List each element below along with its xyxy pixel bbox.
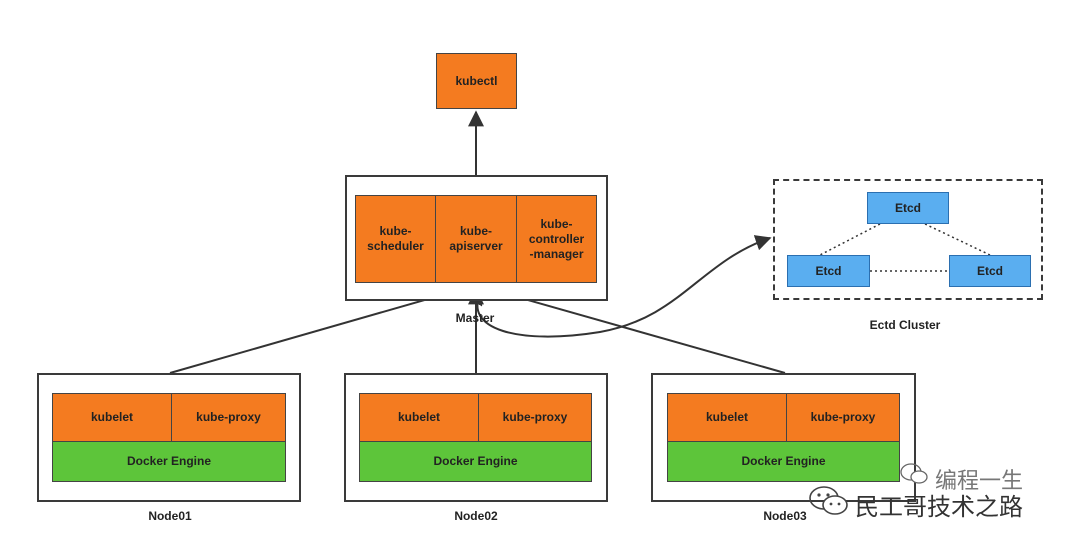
watermark-line1: 编程一生 xyxy=(935,469,1024,494)
node02-kube-proxy-box: kube-proxy xyxy=(478,393,592,442)
node03-docker-engine-box: Docker Engine xyxy=(667,441,900,482)
node02-kubelet-box: kubelet xyxy=(359,393,479,442)
node01-label: Node01 xyxy=(148,509,192,523)
kube-apiserver-box: kube- apiserver xyxy=(435,195,517,283)
node02-docker-engine-box: Docker Engine xyxy=(359,441,592,482)
etcd-link-top-right xyxy=(924,223,991,256)
node01-kubelet-box: kubelet xyxy=(52,393,172,442)
wechat-icon xyxy=(809,486,848,515)
node01-kube-proxy-box: kube-proxy xyxy=(171,393,286,442)
kube-scheduler-box: kube- scheduler xyxy=(355,195,436,283)
node03-label: Node03 xyxy=(763,509,807,523)
watermark-line2: 民工哥技术之路 xyxy=(855,493,1023,521)
node01-master-arrow xyxy=(169,283,472,374)
wechat-small-icon xyxy=(900,463,928,484)
etcd-node-top: Etcd xyxy=(867,192,949,224)
etcd-cluster-frame xyxy=(773,179,1043,300)
master-label: Master xyxy=(455,311,495,325)
etcd-node-right: Etcd xyxy=(949,255,1031,287)
kube-controller-manager-box: kube- controller -manager xyxy=(516,195,597,283)
node03-kubelet-box: kubelet xyxy=(667,393,787,442)
node03-kube-proxy-box: kube-proxy xyxy=(786,393,900,442)
etcd-cluster-label: Ectd Cluster xyxy=(869,318,941,332)
node01-docker-engine-box: Docker Engine xyxy=(52,441,286,482)
etcd-link-top-left xyxy=(819,223,881,256)
kubectl-box: kubectl xyxy=(436,53,517,109)
master-etcd-arrow xyxy=(468,235,772,338)
node02-label: Node02 xyxy=(454,509,498,523)
etcd-node-left: Etcd xyxy=(787,255,870,287)
